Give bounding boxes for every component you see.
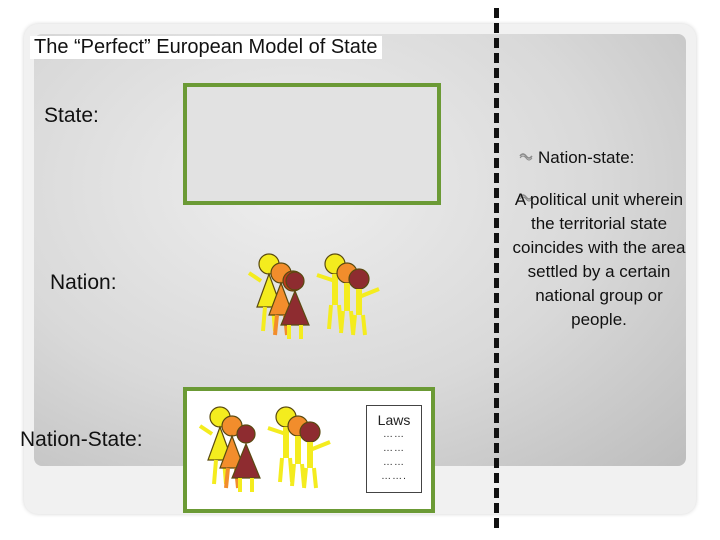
figure-group-right — [316, 253, 380, 336]
laws-line: ……. — [381, 471, 407, 482]
state-label: State: — [44, 104, 99, 127]
laws-heading: Laws — [377, 412, 411, 428]
nation-label: Nation: — [50, 271, 117, 294]
laws-line: …… — [383, 429, 405, 440]
nation-state-heading: Nation-state: — [538, 148, 635, 167]
ns-figure-group-right — [267, 406, 331, 489]
ns-figure-group-left — [198, 406, 261, 492]
dashed-divider — [494, 8, 499, 528]
bullet-icon — [519, 192, 533, 202]
nation-state-definition: A political unit wherein the territorial… — [512, 190, 686, 329]
slide-title: The “Perfect” European Model of State — [30, 36, 382, 59]
laws-box: Laws …… …… …… ……. — [366, 405, 422, 493]
figure-group-left — [247, 253, 310, 339]
nation-state-label: Nation-State: — [20, 428, 143, 451]
state-box — [183, 83, 441, 205]
nation-state-figures — [198, 406, 331, 492]
nation-figures — [247, 253, 380, 339]
laws-line: …… — [383, 443, 405, 454]
bullet-icon — [519, 151, 533, 161]
laws-line: …… — [383, 457, 405, 468]
